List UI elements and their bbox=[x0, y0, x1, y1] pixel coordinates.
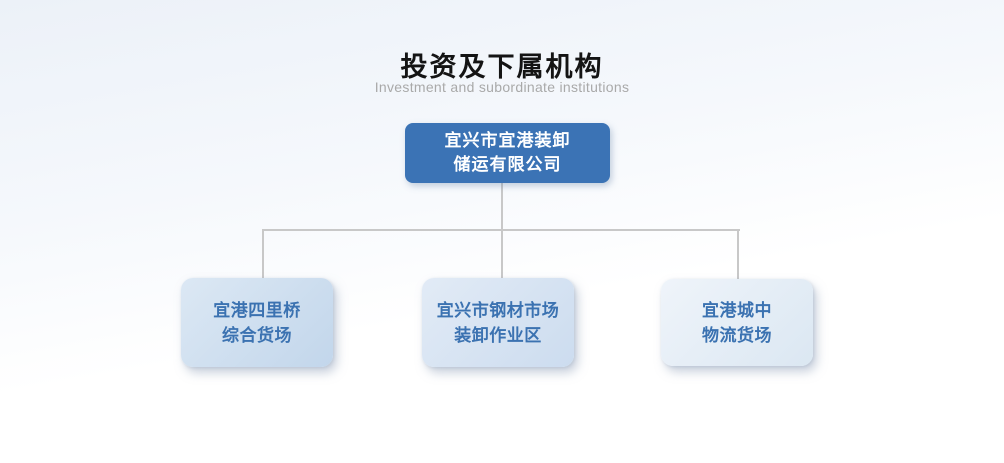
org-child-node-chengzhong-logistics: 宜港城中 物流货场 bbox=[661, 279, 813, 366]
org-child-label: 宜港城中 物流货场 bbox=[702, 300, 772, 345]
org-root-node: 宜兴市宜港装卸 储运有限公司 bbox=[405, 123, 610, 183]
org-child-label: 宜港四里桥 综合货场 bbox=[213, 300, 301, 345]
connector-drop-right bbox=[737, 230, 739, 280]
connector-drop-middle bbox=[501, 230, 503, 278]
page-subtitle: Investment and subordinate institutions bbox=[374, 79, 630, 95]
org-child-label: 宜兴市钢材市场 装卸作业区 bbox=[436, 300, 560, 345]
org-child-node-steel-market-area: 宜兴市钢材市场 装卸作业区 bbox=[422, 278, 574, 367]
org-root-label: 宜兴市宜港装卸 储运有限公司 bbox=[444, 131, 571, 174]
org-child-node-siliqiao-yard: 宜港四里桥 综合货场 bbox=[181, 278, 333, 367]
connector-drop-left bbox=[262, 230, 264, 278]
connector-root-stem bbox=[501, 183, 503, 230]
page-title: 投资及下属机构 bbox=[400, 52, 604, 82]
